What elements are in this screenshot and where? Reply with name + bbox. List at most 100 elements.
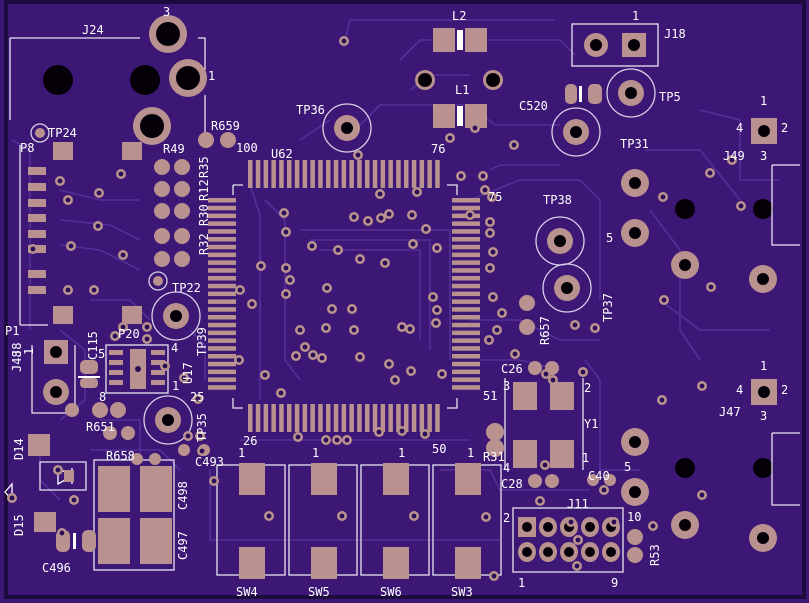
label-r12: R12 [197, 179, 211, 201]
label-u62: U62 [271, 147, 293, 161]
j18-header [571, 23, 659, 67]
c520-capacitor [565, 84, 602, 104]
u62-qfp [208, 160, 480, 432]
label-u17: U17 [181, 362, 195, 384]
copper-traces [11, 19, 780, 541]
silkscreen-labels: J24 3 1 L2 L1 1 J18 TP36 TP5 C520 TP24 P… [5, 5, 788, 599]
label-j47-pin4: 4 [736, 383, 743, 397]
label-sw4: SW4 [236, 585, 258, 599]
label-d14: D14 [12, 438, 26, 460]
label-u62-pin75: 75 [488, 190, 502, 204]
label-j18: J18 [664, 27, 686, 41]
resistor-column [154, 132, 236, 267]
label-j49-pin2: 2 [781, 121, 788, 135]
label-r30: R30 [197, 204, 211, 226]
label-j49-pin3: 3 [760, 149, 767, 163]
label-p1: P1 [5, 324, 19, 338]
sd-connector [19, 142, 142, 326]
label-c26: C26 [501, 362, 523, 376]
label-p8: P8 [20, 141, 34, 155]
label-lower-conn-10: 10 [627, 510, 641, 524]
label-sw5: SW5 [308, 585, 330, 599]
label-c520: C520 [519, 99, 548, 113]
label-j49: J49 [723, 149, 745, 163]
label-tp35: TP35 [195, 413, 209, 442]
label-c40: C40 [588, 469, 610, 483]
diodes [4, 434, 87, 532]
label-c498: C498 [176, 481, 190, 510]
label-j49-pin4: 4 [736, 121, 743, 135]
label-u17-pin1: 1 [172, 379, 179, 393]
label-u62-pin100: 100 [236, 141, 258, 155]
label-r49: R49 [163, 142, 185, 156]
label-j47-pin3: 3 [760, 409, 767, 423]
label-lower-conn-5: 5 [624, 460, 631, 474]
label-j47-pin2: 2 [781, 383, 788, 397]
label-c493: C493 [195, 455, 224, 469]
label-sw4-pin1: 1 [238, 446, 245, 460]
j47-j49-pads [751, 118, 777, 405]
label-j48-pin1: 1 [22, 348, 36, 355]
label-sw3: SW3 [451, 585, 473, 599]
label-sw5-pin1: 1 [312, 446, 319, 460]
test-points [30, 68, 656, 445]
label-j48-pin5: 5 [98, 347, 105, 361]
label-y1-pin3: 3 [503, 379, 510, 393]
j11-header [512, 507, 624, 573]
board-edge [4, 0, 806, 599]
label-p20: P20 [118, 327, 140, 341]
label-r659: R659 [211, 119, 240, 133]
label-j11-pin2: 2 [503, 511, 510, 525]
label-j47-pin1: 1 [760, 359, 767, 373]
j24-barrel-jack [9, 15, 207, 145]
label-tp38: TP38 [543, 193, 572, 207]
c497-c498 [93, 459, 175, 571]
label-j18-pin1: 1 [632, 9, 639, 23]
j48-connector [31, 340, 76, 414]
label-r32: R32 [197, 233, 211, 255]
label-u62-pin26: 26 [243, 434, 257, 448]
label-u62-pin25: 25 [190, 390, 204, 404]
label-u62-pin50: 50 [432, 442, 446, 456]
label-j49-pin1: 1 [760, 94, 767, 108]
label-u62-pin51: 51 [483, 389, 497, 403]
label-sw6: SW6 [380, 585, 402, 599]
label-j48-pin8: 8 [99, 390, 106, 404]
label-r651: R651 [86, 420, 115, 434]
label-upper-conn-5: 5 [606, 231, 613, 245]
label-j24: J24 [82, 23, 104, 37]
label-sw3-pin1: 1 [467, 446, 474, 460]
label-j47: J47 [719, 405, 741, 419]
label-j11-pin1: 1 [518, 576, 525, 590]
label-r658: R658 [106, 449, 135, 463]
inductors [415, 28, 503, 128]
label-tp5: TP5 [659, 90, 681, 104]
tactile-switches [216, 463, 502, 579]
label-l1: L1 [455, 83, 469, 97]
label-j11: J11 [567, 497, 589, 511]
label-r53: R53 [648, 544, 662, 566]
label-tp39: TP39 [195, 327, 209, 356]
label-tp37: TP37 [601, 293, 615, 322]
label-c497: C497 [176, 531, 190, 560]
label-tp24: TP24 [48, 126, 77, 140]
label-y1: Y1 [584, 417, 598, 431]
label-u62-pin76: 76 [431, 142, 445, 156]
label-r31: R31 [483, 450, 505, 464]
label-r657: R657 [538, 316, 552, 345]
audio-jack-holes [621, 164, 800, 552]
label-sw6-pin1: 1 [398, 446, 405, 460]
label-j8: J8 [10, 343, 24, 357]
u17-soic [105, 344, 169, 394]
label-c115: C115 [86, 331, 100, 360]
label-j24-pin1: 1 [208, 69, 215, 83]
label-u17-pin4: 4 [171, 341, 178, 355]
label-r35: R35 [197, 156, 211, 178]
label-l2: L2 [452, 9, 466, 23]
label-y1-pin1: 1 [582, 451, 589, 465]
label-tp22: TP22 [172, 281, 201, 295]
label-c496: C496 [42, 561, 71, 575]
small-caps-left [65, 360, 135, 440]
